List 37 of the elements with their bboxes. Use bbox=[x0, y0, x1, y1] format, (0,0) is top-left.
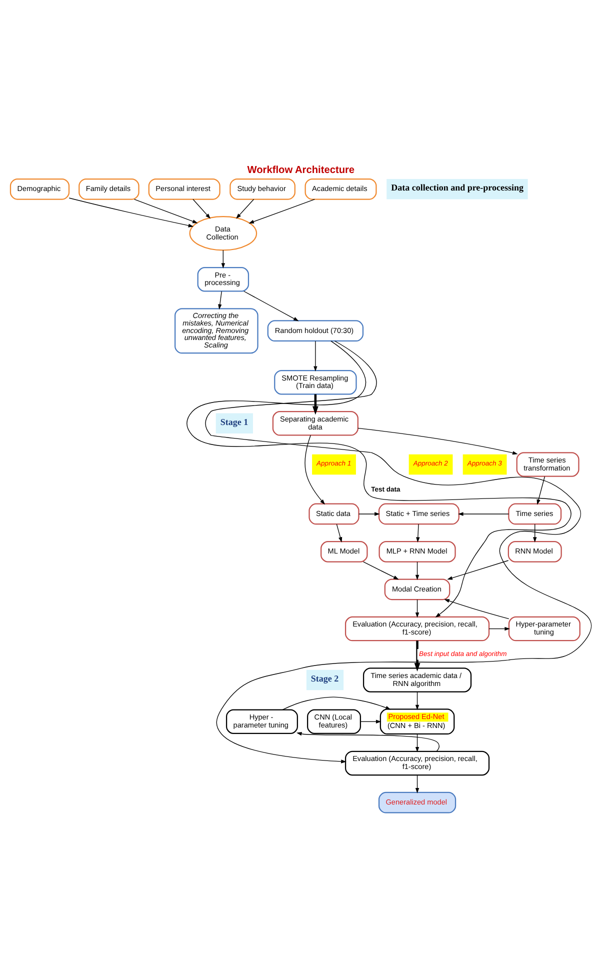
arrow bbox=[134, 198, 198, 224]
arrow bbox=[416, 524, 420, 542]
arrow bbox=[415, 774, 420, 794]
arrow bbox=[314, 340, 318, 372]
diagram-title: Workflow Architecture bbox=[247, 165, 355, 176]
arrow bbox=[244, 290, 299, 322]
arrow bbox=[68, 198, 194, 228]
arrow bbox=[415, 599, 420, 618]
label: Stage 2 bbox=[310, 674, 339, 684]
arrow bbox=[444, 599, 510, 620]
arrow bbox=[363, 562, 399, 580]
arrow bbox=[221, 250, 226, 268]
arrow bbox=[248, 198, 315, 224]
arrow bbox=[415, 691, 420, 710]
arrow bbox=[360, 720, 382, 724]
arrow bbox=[447, 560, 509, 580]
arrow bbox=[358, 428, 518, 455]
arrow bbox=[414, 640, 420, 672]
arrow bbox=[304, 434, 326, 505]
arrow bbox=[488, 626, 510, 631]
arrow bbox=[536, 476, 546, 505]
arrow bbox=[533, 524, 537, 542]
arrow bbox=[415, 734, 420, 752]
arrow bbox=[358, 512, 380, 516]
arrow bbox=[236, 198, 254, 219]
arrow bbox=[458, 512, 509, 516]
arrow bbox=[336, 524, 342, 542]
label: Data collection and pre-processing bbox=[391, 182, 524, 193]
arrow bbox=[186, 340, 572, 618]
label: Stage 1 bbox=[220, 416, 248, 427]
arrow bbox=[205, 340, 592, 764]
arrow bbox=[312, 394, 318, 415]
arrow bbox=[218, 291, 222, 310]
arrow bbox=[282, 696, 391, 710]
arrow bbox=[192, 198, 211, 219]
arrow bbox=[296, 732, 440, 752]
arrow bbox=[415, 562, 420, 580]
